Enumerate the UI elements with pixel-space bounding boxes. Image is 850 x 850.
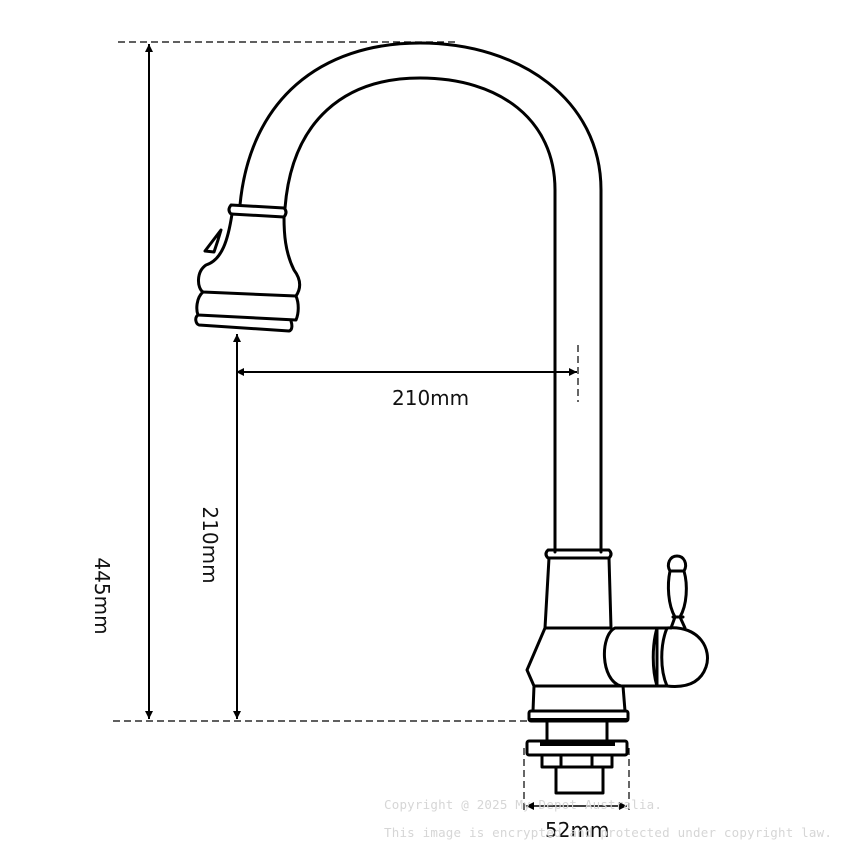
spray-head-body [197,212,302,298]
body-lower [531,684,627,713]
mounting-nut [540,753,614,769]
clearance-height-dimension-label: 210mm [198,506,222,584]
lever-handle-stem [666,554,688,630]
body-upper [543,556,613,630]
spray-button-icon [203,228,223,254]
handle-cap [665,626,709,688]
base-diameter-dimension-label: 52mm [545,818,610,842]
faucet-drawing [194,41,709,795]
spray-head-tip-ring [194,313,294,333]
dimension-lines [145,44,627,810]
reach-dimension-label: 210mm [392,386,470,410]
threaded-shank [554,765,605,795]
handle-ring [651,626,669,688]
gooseneck-spout-outer [238,41,603,554]
mounting-washer-fill [540,741,615,746]
reference-lines [113,41,630,812]
body-base-plate-bottom [529,718,628,721]
spray-head-collar [227,203,288,219]
total-height-dimension-label: 445mm [90,557,114,635]
body-collar-ring [544,548,613,560]
gooseneck-spout-inner [283,76,557,554]
handle-hub [603,626,659,688]
spray-head-lower [195,290,300,322]
copyright-watermark-line1: Copyright @ 2025 My Depot Australia. [384,797,663,812]
body-middle [525,626,623,688]
copyright-watermark-line2: This image is encrypted and protected un… [384,825,833,840]
